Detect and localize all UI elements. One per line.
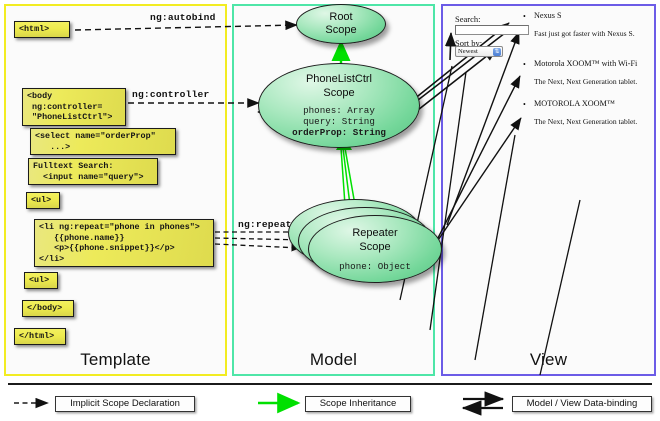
list-bullet-2: • xyxy=(523,60,526,69)
root-scope-title-1: Root xyxy=(329,11,353,23)
phone-title-2[interactable]: Motorola XOOM™ with Wi-Fi xyxy=(534,59,638,68)
chevron-updown-icon[interactable]: ⇅ xyxy=(493,48,501,56)
phone-desc-3: The Next, Next Generation tablet. xyxy=(534,117,638,126)
ul-close-box[interactable]: <ul> xyxy=(24,272,58,289)
root-scope-title-2: Scope xyxy=(325,24,357,36)
fulltext-search-box[interactable]: Fulltext Search: <input name="query"> xyxy=(28,158,158,185)
phone-title-3[interactable]: MOTOROLA XOOM™ xyxy=(534,99,615,108)
panel-template-label: Template xyxy=(80,350,151,369)
legend-model-view-databinding: Model / View Data-binding xyxy=(512,396,652,412)
edge-label-ng-autobind: ng:autobind xyxy=(150,12,216,23)
phonelistctrl-prop-phones: phones: Array xyxy=(303,105,375,116)
panel-model-label: Model xyxy=(309,350,358,369)
ul-open-box[interactable]: <ul> xyxy=(26,192,60,209)
select-orderprop-box[interactable]: <select name="orderProp" ...> xyxy=(30,128,176,155)
edge-label-ng-repeat: ng:repeat xyxy=(238,219,292,230)
html-close-box[interactable]: </html> xyxy=(14,328,66,345)
repeater-scope-title-1: Repeater xyxy=(352,227,398,239)
root-scope[interactable]: Root Scope xyxy=(296,4,386,44)
sort-label: Sort by: xyxy=(455,38,483,48)
phonelistctrl-scope[interactable]: PhoneListCtrl Scope phones: Array query:… xyxy=(258,63,420,148)
edge-label-ng-controller: ng:controller xyxy=(132,89,210,100)
body-controller-box[interactable]: <body ng:controller= "PhoneListCtrl"> xyxy=(22,88,126,126)
phonelistctrl-prop-orderprop: orderProp: String xyxy=(292,127,386,138)
search-input[interactable] xyxy=(455,25,529,35)
legend-divider xyxy=(8,383,652,385)
legend-scope-inheritance: Scope Inheritance xyxy=(305,396,411,412)
phonelistctrl-scope-title-2: Scope xyxy=(323,87,355,99)
repeater-prop-phone: phone: Object xyxy=(339,261,411,272)
list-bullet-3: • xyxy=(523,100,526,109)
html-open-box[interactable]: <html> xyxy=(14,21,70,38)
phone-desc-2: The Next, Next Generation tablet. xyxy=(534,77,638,86)
phonelistctrl-prop-query: query: String xyxy=(303,116,375,127)
panel-model: Model xyxy=(232,4,435,376)
list-bullet-1: • xyxy=(523,12,526,21)
panel-view-label: View xyxy=(529,350,568,369)
phone-title-1[interactable]: Nexus S xyxy=(534,11,562,20)
repeater-scope[interactable]: Repeater Scope phone: Object xyxy=(308,215,442,283)
phone-desc-1: Fast just got faster with Nexus S. xyxy=(534,29,635,38)
phonelistctrl-scope-title-1: PhoneListCtrl xyxy=(305,73,373,85)
search-label: Search: xyxy=(455,14,481,24)
sort-select-value: Newest xyxy=(458,48,478,55)
panel-template: Template xyxy=(4,4,227,376)
body-close-box[interactable]: </body> xyxy=(22,300,74,317)
sort-select[interactable]: Newest ⇅ xyxy=(455,46,503,57)
legend-implicit-scope-declaration: Implicit Scope Declaration xyxy=(55,396,195,412)
repeater-scope-title-2: Scope xyxy=(359,241,391,253)
li-ngrepeat-box[interactable]: <li ng:repeat="phone in phones"> {{phone… xyxy=(34,219,214,267)
